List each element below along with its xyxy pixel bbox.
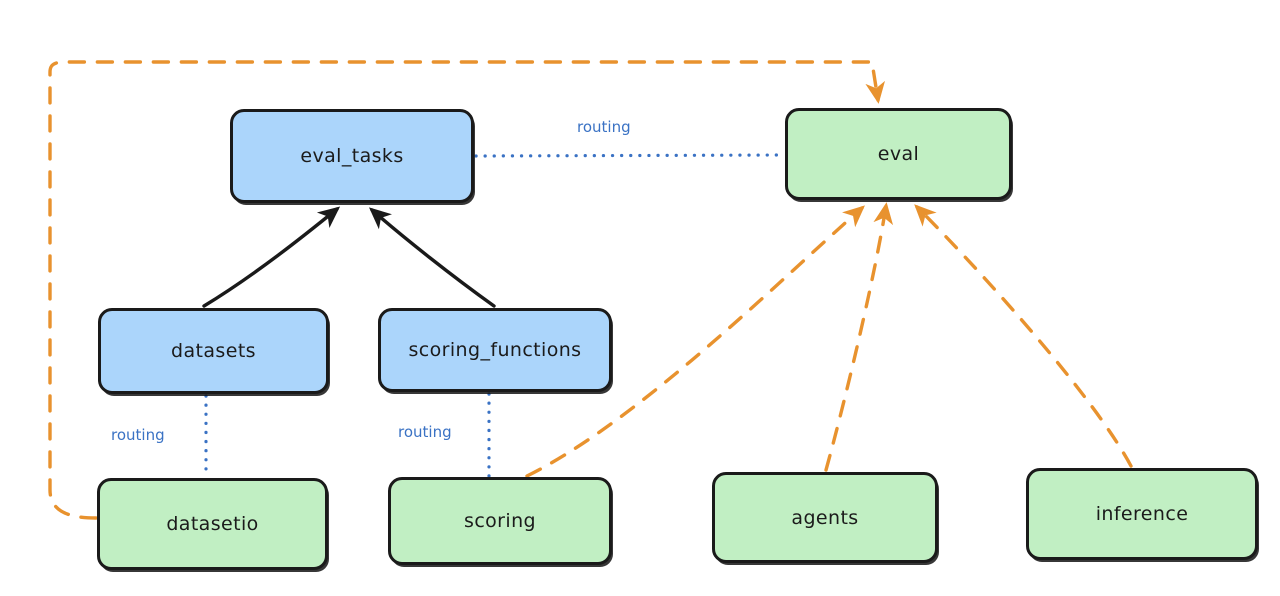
- edge-label-routing-scoring-functions-scoring: routing: [398, 423, 452, 441]
- node-datasetio[interactable]: datasetio: [97, 478, 328, 570]
- edge-inference-to-eval: [914, 204, 1133, 468]
- node-label-scoring-functions: scoring_functions: [408, 339, 582, 361]
- node-label-scoring: scoring: [464, 510, 536, 532]
- node-label-eval-tasks: eval_tasks: [300, 145, 404, 167]
- edge-label-routing-datasets-datasetio: routing: [111, 426, 165, 444]
- node-scoring[interactable]: scoring: [388, 477, 612, 565]
- node-label-eval: eval: [877, 143, 920, 165]
- edge-scoring-to-eval: [525, 205, 865, 478]
- node-inference[interactable]: inference: [1026, 468, 1258, 560]
- edge-datasetio-to-eval: [48, 60, 886, 520]
- node-agents[interactable]: agents: [712, 472, 938, 563]
- node-label-inference: inference: [1095, 503, 1189, 525]
- node-eval[interactable]: eval: [785, 108, 1012, 200]
- edge-scoring-functions-to-eval-tasks: [369, 207, 496, 308]
- edge-agents-to-eval: [824, 202, 894, 472]
- edge-eval-tasks-to-eval: [474, 153, 786, 158]
- node-scoring-functions[interactable]: scoring_functions: [378, 308, 612, 392]
- node-datasets[interactable]: datasets: [98, 308, 329, 394]
- node-label-datasets: datasets: [171, 340, 256, 362]
- edge-label-routing-eval-tasks-eval: routing: [577, 118, 631, 136]
- node-label-agents: agents: [791, 506, 859, 529]
- edge-datasets-to-eval-tasks: [202, 206, 341, 308]
- node-label-datasetio: datasetio: [166, 513, 259, 535]
- node-eval-tasks[interactable]: eval_tasks: [230, 109, 474, 203]
